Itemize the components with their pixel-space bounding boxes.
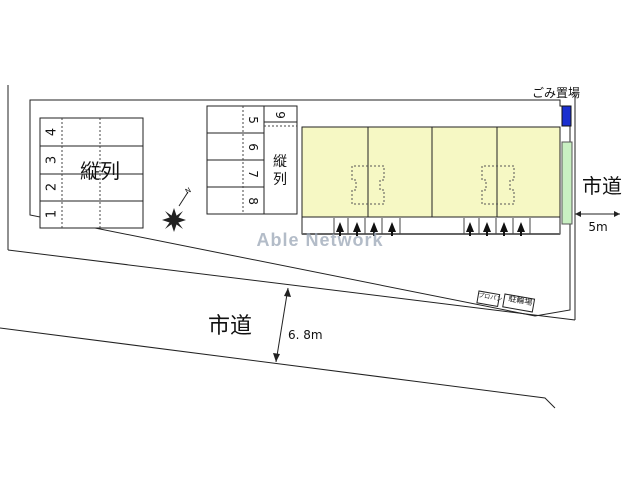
garbage-label: ごみ置場 bbox=[532, 85, 580, 100]
parking-left-label: 縦列 bbox=[80, 159, 120, 183]
road-edge-lower bbox=[0, 327, 556, 409]
parking-mid-label-top: 縦 bbox=[273, 154, 287, 170]
parking-left bbox=[39, 117, 144, 229]
svg-text:N: N bbox=[184, 186, 193, 196]
watermark: Able Network bbox=[256, 230, 383, 250]
slot-2-label: 2 bbox=[45, 183, 60, 191]
slot-6-label: 6 bbox=[246, 143, 260, 151]
road-bottom-width: 6. 8m bbox=[288, 328, 323, 342]
road-arrow-head-top bbox=[284, 288, 291, 297]
compass-icon: N bbox=[162, 186, 193, 232]
arrow-head-right bbox=[614, 211, 620, 217]
slot-7-label: 7 bbox=[246, 170, 260, 178]
slot-5-label: 5 bbox=[246, 116, 260, 124]
road-arrow-head-bottom bbox=[273, 353, 280, 362]
entry-markers-right bbox=[463, 218, 531, 236]
arrow-head-left bbox=[575, 211, 581, 217]
building bbox=[301, 126, 561, 235]
slot-1-label: 1 bbox=[45, 210, 60, 218]
slot-9-label: 9 bbox=[273, 111, 287, 119]
road-right-label: 市道 bbox=[582, 174, 622, 198]
green-belt bbox=[561, 141, 573, 225]
propane-label: プロパン bbox=[478, 292, 503, 303]
parking-mid bbox=[206, 105, 298, 215]
garbage-station bbox=[561, 105, 572, 127]
bicycle-label: 駐輪場 bbox=[508, 293, 533, 307]
parking-mid-label-bottom: 列 bbox=[273, 172, 287, 188]
road-bottom-label: 市道 bbox=[208, 314, 252, 339]
entry-markers-left bbox=[333, 218, 401, 236]
bicycle-box bbox=[502, 293, 536, 313]
propane-box bbox=[476, 290, 501, 308]
slot-8-label: 8 bbox=[246, 197, 260, 205]
road-edge-upper bbox=[7, 249, 576, 321]
slot-4-label: 4 bbox=[45, 128, 60, 136]
slot-3-label: 3 bbox=[45, 156, 60, 164]
road-width-arrow bbox=[275, 287, 289, 363]
road-right-width: 5m bbox=[588, 220, 607, 234]
